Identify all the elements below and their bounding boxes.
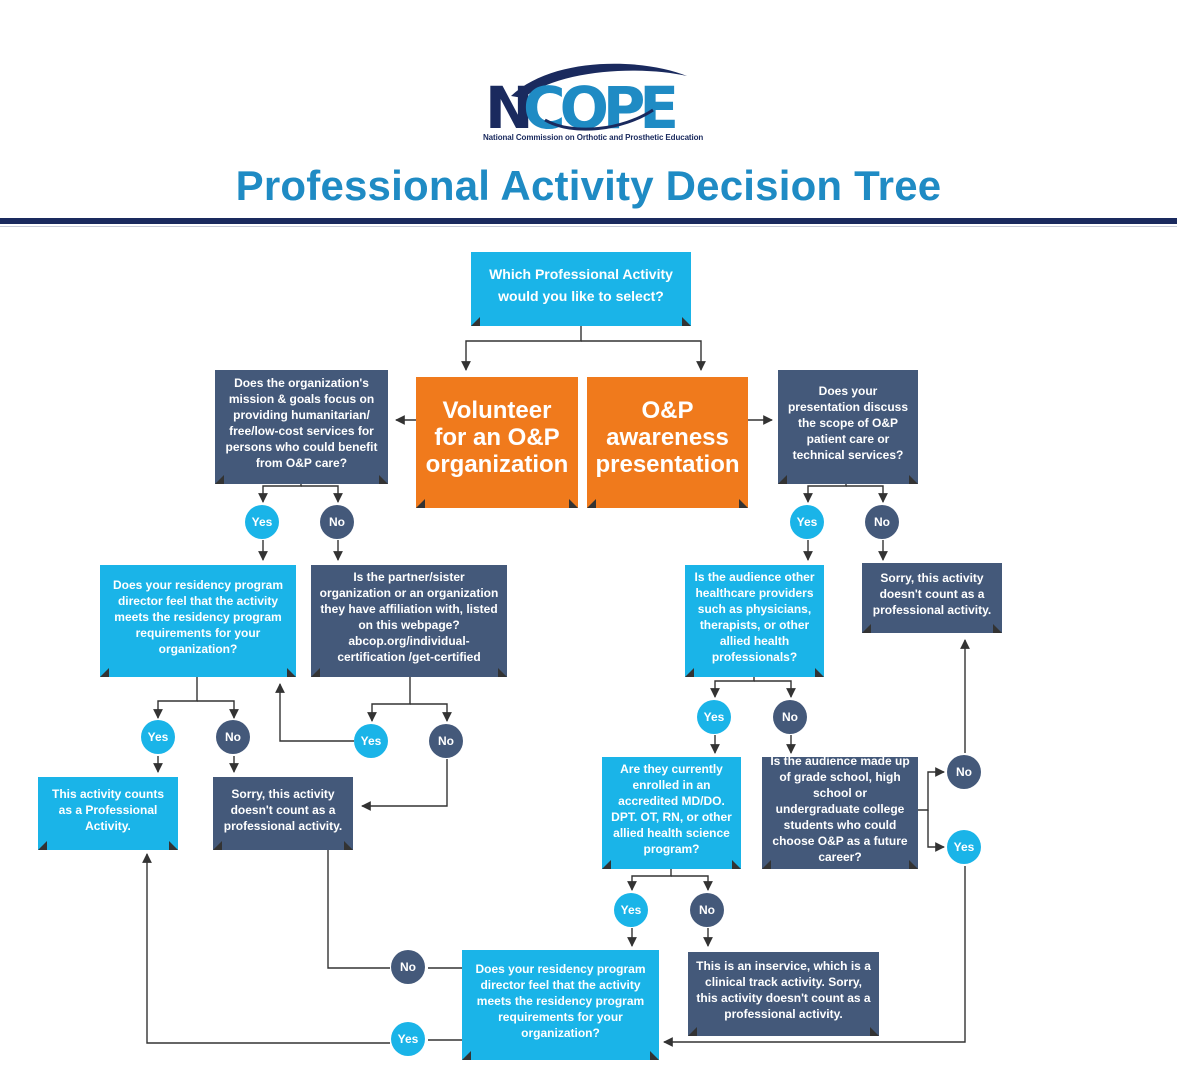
residency-left-no-pill[interactable]: No: [216, 720, 250, 754]
svg-text:COPE: COPE: [523, 74, 675, 142]
sorry-right-text: Sorry, this activity doesn't count as a …: [872, 571, 992, 617]
residency-question-left-box[interactable]: Does your residency program director fee…: [100, 565, 296, 677]
residency-bottom-yes-pill[interactable]: Yes: [391, 1022, 425, 1056]
page-title: Professional Activity Decision Tree: [235, 162, 942, 209]
header-rule: [0, 218, 1177, 224]
mission-no-pill[interactable]: No: [320, 505, 354, 539]
start-question-box[interactable]: Which Professional Activity would you li…: [471, 252, 691, 326]
volunteer-box[interactable]: Volunteer for an O&P organization: [416, 377, 578, 508]
header-rule-thin: [0, 226, 1177, 227]
audience-school-question-text: Is the audience made up of grade school,…: [770, 754, 910, 864]
sorry-left-text: Sorry, this activity doesn't count as a …: [223, 786, 343, 833]
enrolled-question-box[interactable]: Are they currently enrolled in an accred…: [602, 757, 741, 869]
enrolled-question-text: Are they currently enrolled in an accred…: [611, 762, 732, 856]
residency-left-yes-pill[interactable]: Yes: [141, 720, 175, 754]
volunteer-text: Volunteer for an O&P organization: [425, 397, 569, 478]
scope-question-box[interactable]: Does your presentation discuss the scope…: [778, 370, 918, 484]
awareness-box[interactable]: O&P awareness presentation: [587, 377, 748, 508]
residency-question-bottom-text: Does your residency program director fee…: [475, 962, 646, 1040]
residency-question-bottom-box[interactable]: Does your residency program director fee…: [462, 950, 659, 1060]
audience-health-yes-pill[interactable]: Yes: [697, 700, 731, 734]
mission-yes-pill[interactable]: Yes: [245, 505, 279, 539]
audience-school-yes-pill[interactable]: Yes: [947, 830, 981, 864]
counts-box[interactable]: This activity counts as a Professional A…: [38, 777, 178, 850]
start-question-text: Which Professional Activity would you li…: [489, 266, 673, 304]
inservice-text: This is an inservice, which is a clinica…: [696, 959, 871, 1021]
scope-question-text: Does your presentation discuss the scope…: [787, 384, 909, 462]
mission-question-text: Does the organization's mission & goals …: [225, 376, 378, 470]
scope-no-pill[interactable]: No: [865, 505, 899, 539]
residency-bottom-no-pill[interactable]: No: [391, 950, 425, 984]
audience-school-no-pill[interactable]: No: [947, 755, 981, 789]
audience-health-question-box[interactable]: Is the audience other healthcare provide…: [685, 565, 824, 677]
partner-no-pill[interactable]: No: [429, 724, 463, 758]
logo-wordmark: N: [485, 74, 529, 142]
mission-question-box[interactable]: Does the organization's mission & goals …: [215, 370, 388, 484]
audience-health-no-pill[interactable]: No: [773, 700, 807, 734]
scope-yes-pill[interactable]: Yes: [790, 505, 824, 539]
logo-subtitle: National Commission on Orthotic and Pros…: [483, 133, 704, 142]
inservice-box[interactable]: This is an inservice, which is a clinica…: [688, 952, 879, 1036]
audience-health-question-text: Is the audience other healthcare provide…: [694, 570, 815, 664]
sorry-left-box[interactable]: Sorry, this activity doesn't count as a …: [213, 777, 353, 850]
residency-question-left-text: Does your residency program director fee…: [112, 578, 284, 656]
awareness-text: O&P awareness presentation: [595, 397, 740, 478]
ncope-logo: N COPE: [485, 63, 687, 142]
counts-text: This activity counts as a Professional A…: [51, 786, 165, 833]
audience-school-question-box[interactable]: Is the audience made up of grade school,…: [762, 754, 918, 869]
partner-yes-pill[interactable]: Yes: [354, 724, 388, 758]
partner-question-text: Is the partner/sister organization or an…: [319, 570, 499, 664]
enrolled-no-pill[interactable]: No: [690, 893, 724, 927]
partner-question-box[interactable]: Is the partner/sister organization or an…: [311, 565, 507, 677]
sorry-right-box[interactable]: Sorry, this activity doesn't count as a …: [862, 563, 1002, 633]
enrolled-yes-pill[interactable]: Yes: [614, 893, 648, 927]
